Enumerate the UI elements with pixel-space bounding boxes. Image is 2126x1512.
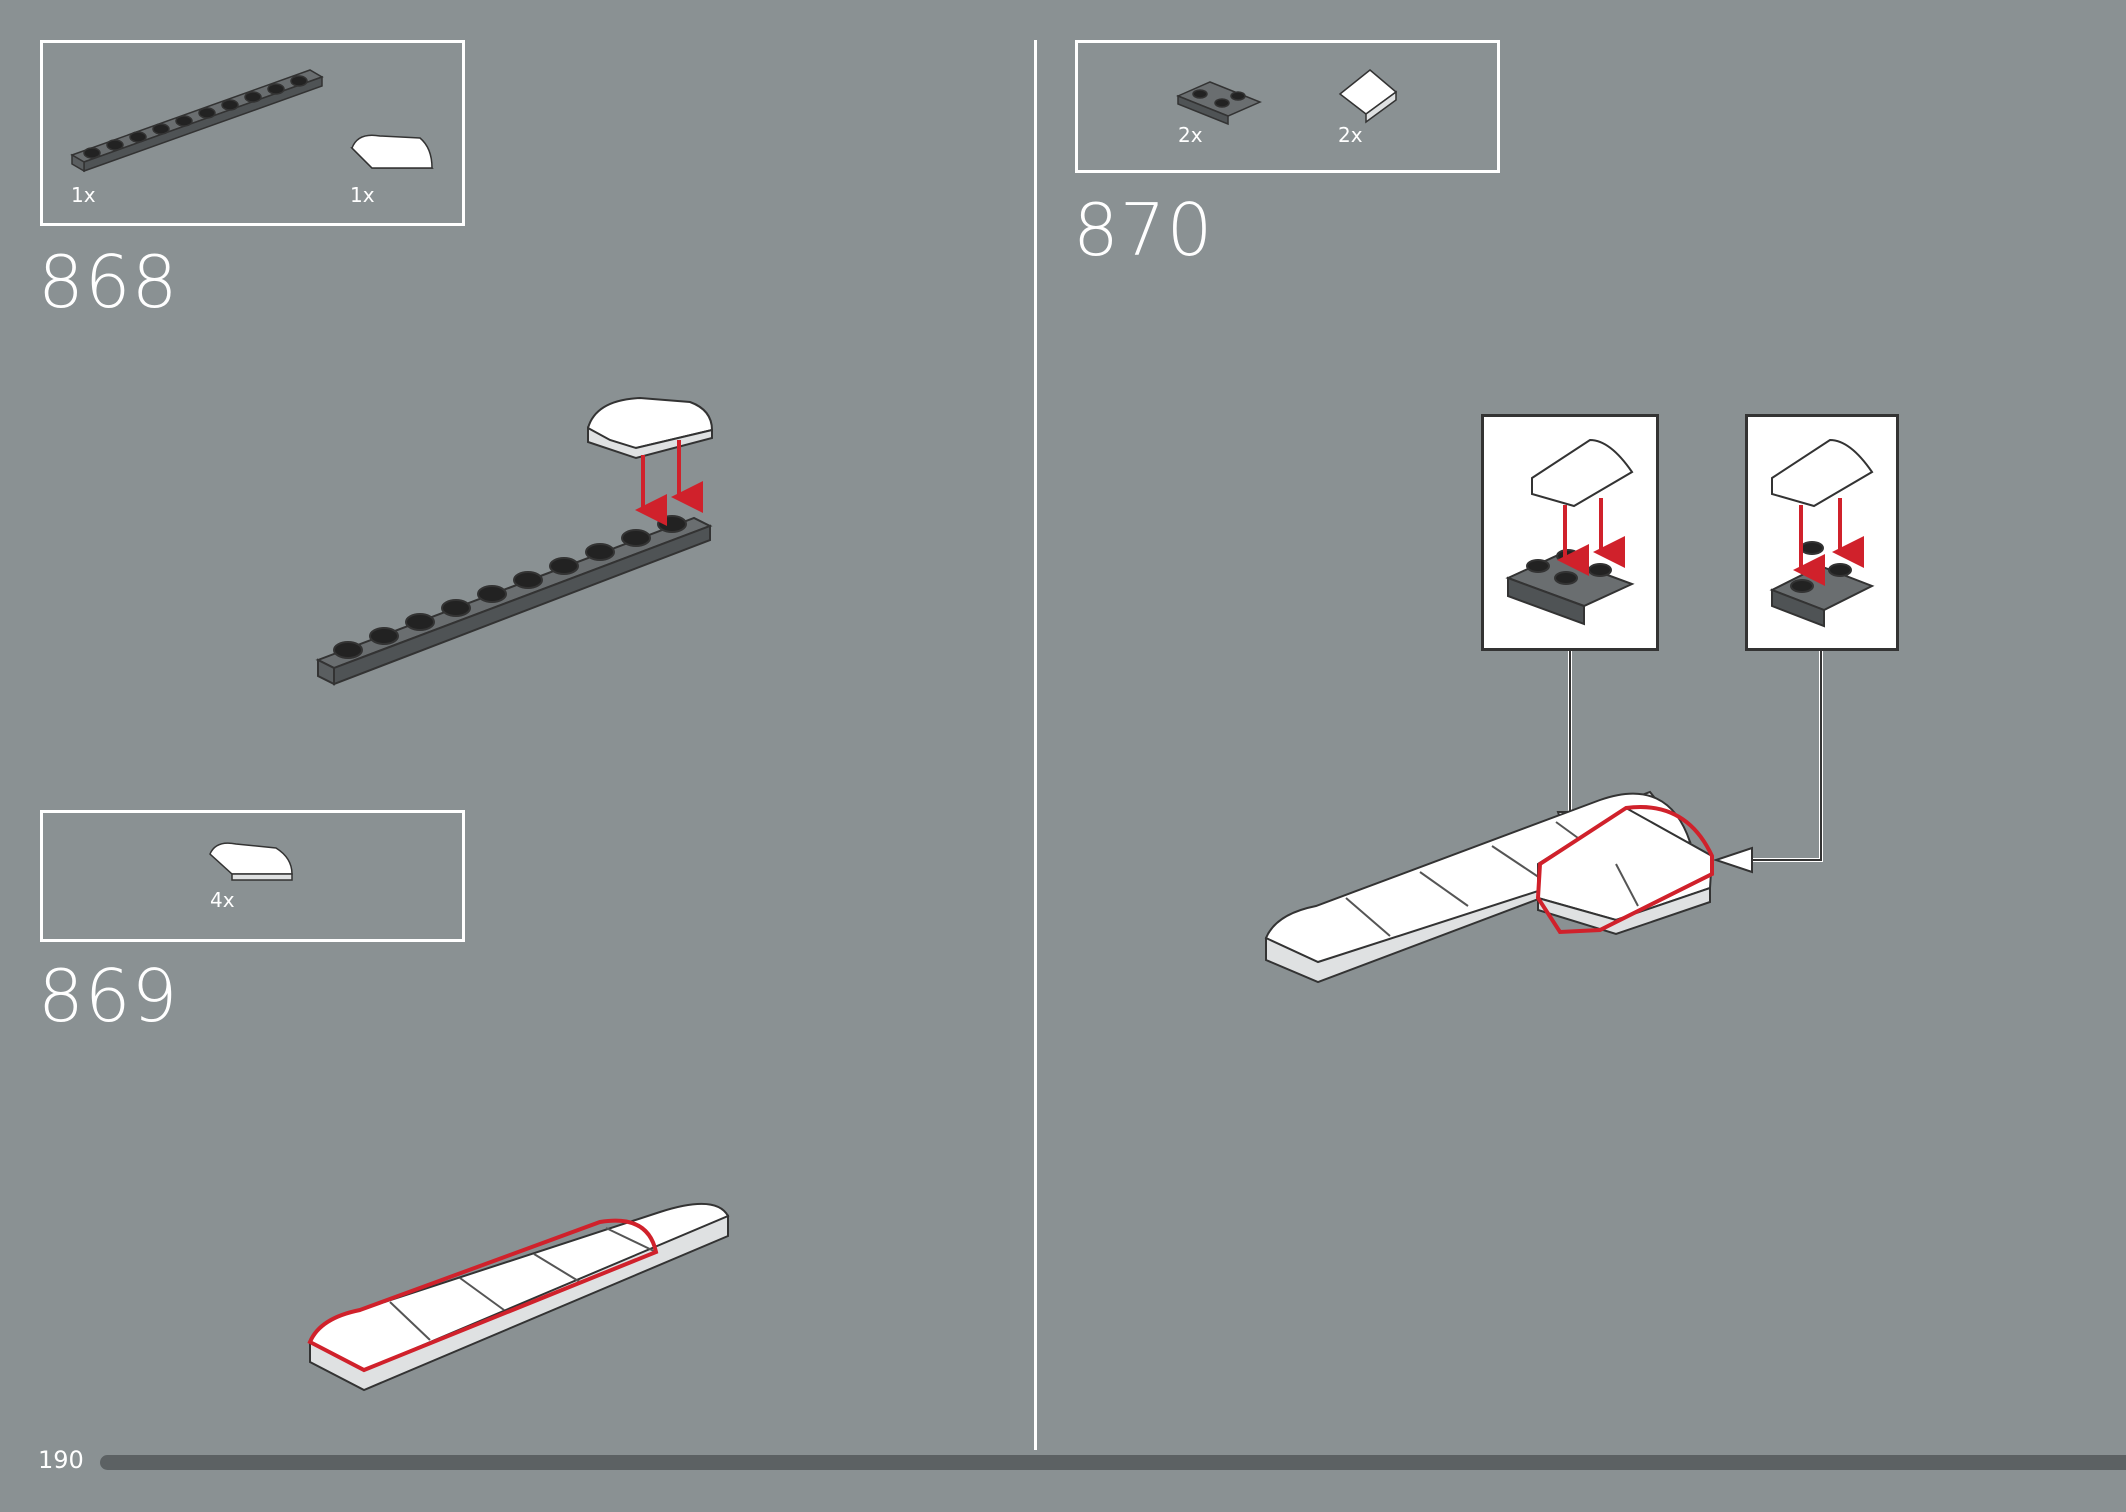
part-qty: 2x (1338, 123, 1363, 147)
callout-left-assembly (1505, 438, 1635, 626)
curved-slope-icon (350, 134, 434, 169)
slope-icon (1338, 69, 1398, 124)
plate-assembly-868 (315, 396, 714, 686)
part-qty: 1x (71, 183, 96, 207)
step-number: 868 (38, 240, 179, 324)
part-qty: 2x (1178, 123, 1203, 147)
part-qty: 1x (350, 183, 375, 207)
corner-plate-icon (1176, 81, 1262, 126)
part-qty: 4x (210, 888, 235, 912)
curved-slope-icon (209, 842, 293, 881)
progress-bar (100, 1455, 2126, 1470)
callout-right-assembly (1769, 438, 1875, 628)
parts-list-870 (1075, 40, 1500, 173)
plate-1x10-icon (70, 69, 324, 173)
page-divider (1034, 40, 1037, 1450)
step-number: 869 (38, 954, 179, 1038)
parts-list-869 (40, 810, 465, 942)
page-number: 190 (38, 1446, 84, 1474)
step-number: 870 (1073, 188, 1214, 272)
parts-list-868 (40, 40, 465, 226)
curved-row-870 (1264, 790, 1714, 984)
curved-row-869 (307, 1202, 730, 1392)
